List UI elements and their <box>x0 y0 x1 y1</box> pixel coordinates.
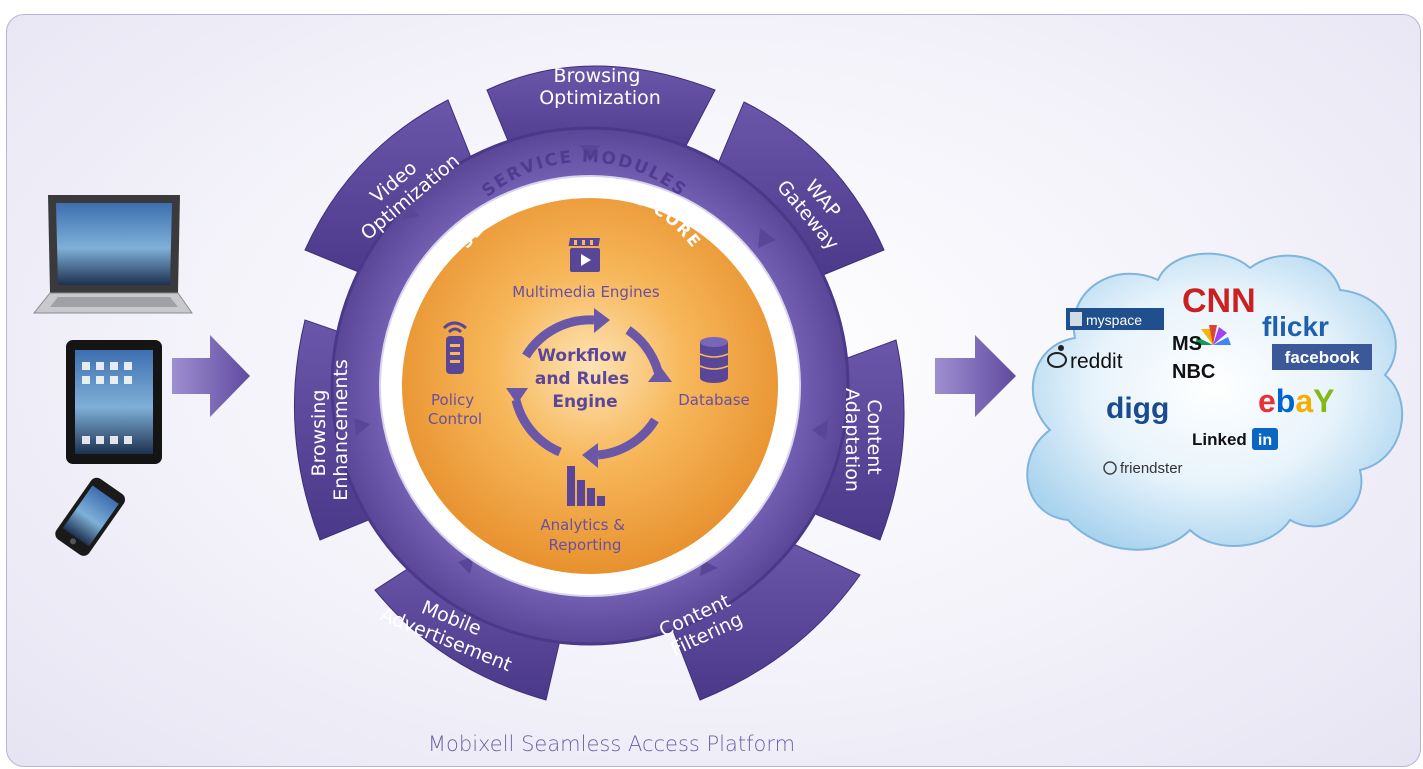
svg-text:Linked: Linked <box>1192 430 1247 449</box>
workflow-engine-label: Workflow and Rules Engine <box>535 346 635 412</box>
flickr-logo: flickr <box>1262 311 1329 342</box>
svg-text:myspace: myspace <box>1086 312 1142 328</box>
multimedia-engines-label: Multimedia Engines <box>512 283 660 301</box>
cnn-logo: CNN <box>1182 282 1256 320</box>
ring-arrows <box>354 145 828 576</box>
svg-text:MS NBC: MS NBC <box>1172 333 1215 383</box>
msnbc-logo: MS NBC <box>1172 325 1231 383</box>
clapperboard-icon <box>568 238 600 272</box>
linkedin-logo: Linked in <box>1192 428 1278 450</box>
facebook-logo: facebook <box>1272 344 1372 370</box>
svg-text:facebook: facebook <box>1285 348 1360 367</box>
svg-text:reddit: reddit <box>1070 350 1123 373</box>
seamless-access-core <box>402 198 778 574</box>
analytics-reporting-label: Analytics & Reporting <box>540 516 629 554</box>
digg-logo: digg <box>1106 392 1169 425</box>
module-content-adaptation-label: Content Adaptation <box>841 388 885 492</box>
svg-text:friendster: friendster <box>1120 460 1183 477</box>
laptop-icon <box>32 195 193 314</box>
arrow-right-icon <box>935 335 1016 417</box>
module-browsing-enhancements-label: Browsing Enhancements <box>308 359 352 501</box>
module-browsing-optimization-label: Browsing Optimization <box>539 65 661 109</box>
database-icon <box>699 337 729 383</box>
arrow-right-icon <box>172 335 250 417</box>
myspace-logo: myspace <box>1066 308 1164 330</box>
router-icon <box>442 321 467 374</box>
diagram-caption: Mobixell Seamless Access Platform <box>427 732 796 756</box>
policy-control-label: Policy Control <box>428 391 482 428</box>
workflow-arrowheads <box>506 308 672 468</box>
tablet-icon <box>66 340 162 464</box>
friendster-logo: friendster <box>1103 460 1183 477</box>
bar-chart-icon <box>567 466 605 506</box>
ebay-logo: ebaY <box>1258 383 1334 419</box>
smartphone-icon <box>55 477 126 556</box>
svg-text:in: in <box>1258 432 1272 449</box>
reddit-logo: reddit <box>1047 345 1123 373</box>
database-label: Database <box>678 391 750 409</box>
